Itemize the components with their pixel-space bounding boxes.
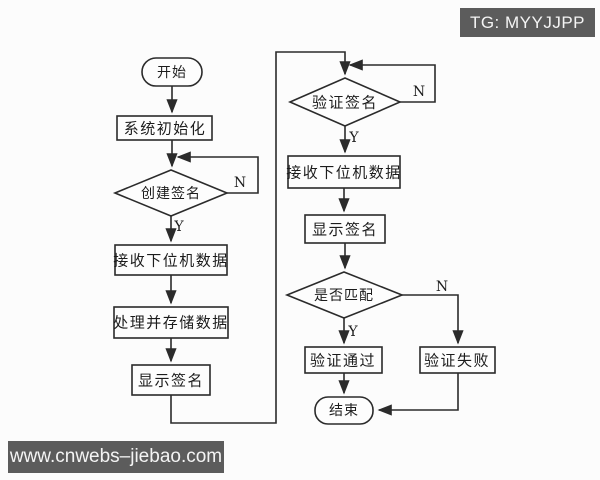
verify-yes-label: Y: [349, 130, 359, 146]
display-signature-label: 显示签名: [137, 371, 205, 390]
receive-data-label: 接收下位机数据: [113, 251, 229, 270]
tg-badge: TG: MYYJJPP: [460, 8, 595, 37]
verify-signature-label: 验证签名: [311, 93, 379, 112]
arrow-display-to-verify: [170, 51, 351, 424]
verify-no-label: N: [412, 84, 426, 100]
create-no-label: N: [233, 175, 247, 191]
verify-pass-box-shape: [304, 346, 383, 374]
arrow-verify-no-loop: [348, 59, 436, 103]
start-terminator-shape: [141, 57, 203, 87]
arrow-create-no-loop: [176, 151, 259, 194]
create-signature-label: 创建签名: [141, 186, 201, 202]
receive-data-box-shape: [114, 244, 228, 276]
watermark-site-url: www.cnwebs–jiebao.com: [8, 441, 224, 473]
end-terminator-shape: [314, 396, 374, 425]
match-yes-label: Y: [348, 324, 358, 340]
end-label: 结束: [329, 403, 359, 419]
match-label: 是否匹配: [314, 288, 374, 304]
match-diamond-shape: [284, 271, 405, 319]
display-signature-box-shape: [131, 364, 211, 396]
display-signature2-box-shape: [304, 214, 386, 244]
verify-fail-box-shape: [419, 346, 496, 374]
start-label: 开始: [157, 65, 187, 81]
display-signature2-label: 显示签名: [311, 220, 379, 239]
verify-pass-label: 验证通过: [309, 351, 377, 370]
process-store-box-shape: [113, 306, 229, 339]
init-label: 系统初始化: [123, 119, 207, 138]
receive-data2-box-shape: [287, 155, 401, 189]
verify-signature-diamond-shape: [287, 77, 403, 127]
arrow-match-no: [402, 294, 464, 345]
match-no-label: N: [435, 279, 449, 295]
arrow-fail-to-end: [377, 373, 459, 416]
init-box-shape: [116, 115, 213, 141]
verify-fail-label: 验证失败: [423, 351, 491, 370]
process-store-label: 处理并存储数据: [113, 313, 229, 332]
create-yes-label: Y: [174, 219, 184, 235]
create-signature-diamond-shape: [112, 169, 230, 217]
receive-data2-label: 接收下位机数据: [286, 163, 402, 182]
